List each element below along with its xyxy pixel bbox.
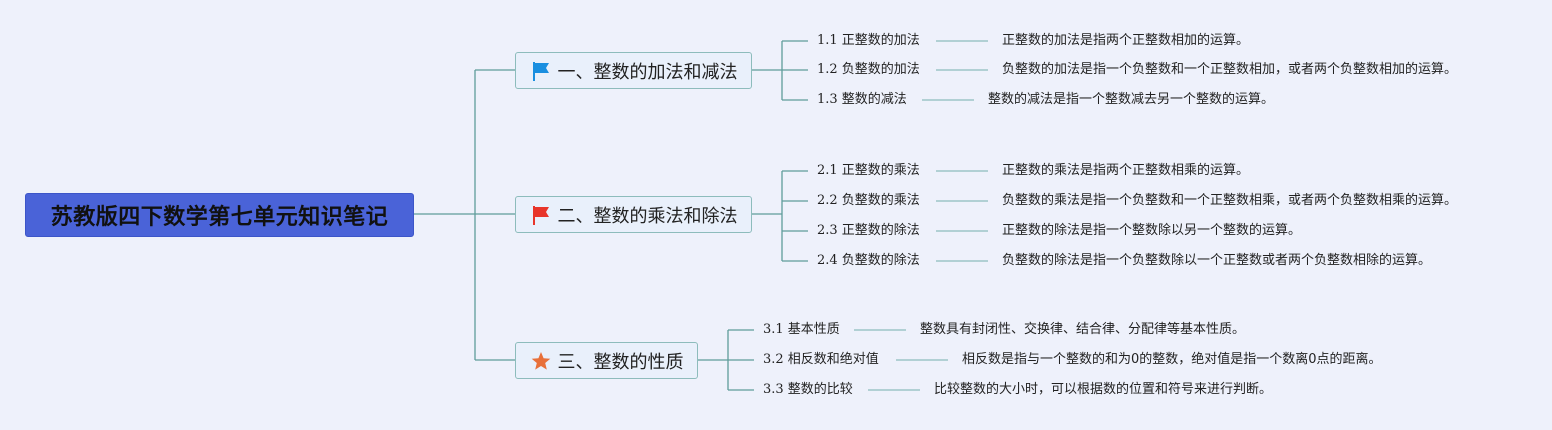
subtopic-2-3[interactable]: 2.3 正整数的除法 (817, 223, 920, 238)
description-3-1: 整数具有封闭性、交换律、结合律、分配律等基本性质。 (920, 322, 1246, 337)
connector-branch-3-children (698, 329, 754, 391)
subtopic-2-2[interactable]: 2.2 负整数的乘法 (817, 193, 920, 208)
subtopic-2-1[interactable]: 2.1 正整数的乘法 (817, 163, 920, 178)
root-node[interactable]: 苏教版四下数学第七单元知识笔记 (25, 193, 414, 237)
subtopic-1-2[interactable]: 1.2 负整数的加法 (817, 62, 920, 77)
description-3-2: 相反数是指与一个整数的和为0的整数，绝对值是指一个数离0点的距离。 (962, 352, 1382, 367)
branch-label: 一、整数的加法和减法 (557, 61, 738, 83)
description-2-1: 正整数的乘法是指两个正整数相乘的运算。 (1002, 163, 1250, 178)
description-2-2: 负整数的乘法是指一个负整数和一个正整数相乘，或者两个负整数相乘的运算。 (1002, 193, 1458, 208)
subtopic-1-1[interactable]: 1.1 正整数的加法 (817, 33, 920, 48)
branch-label: 三、整数的性质 (557, 351, 684, 373)
connector-branch-2-children (752, 170, 808, 262)
subtopic-3-3[interactable]: 3.3 整数的比较 (763, 382, 853, 397)
description-2-3: 正整数的除法是指一个整数除以另一个整数的运算。 (1002, 223, 1302, 238)
description-1-2: 负整数的加法是指一个负整数和一个正整数相加，或者两个负整数相加的运算。 (1002, 62, 1458, 77)
branch-label: 二、整数的乘法和除法 (557, 205, 738, 227)
branch-node-multiplication-division[interactable]: 二、整数的乘法和除法 (515, 196, 752, 233)
subtopic-2-4[interactable]: 2.4 负整数的除法 (817, 253, 920, 268)
subtopic-3-2[interactable]: 3.2 相反数和绝对值 (763, 352, 879, 367)
connector-branch-1-children (752, 40, 808, 101)
orange-star-icon (530, 350, 552, 372)
description-1-1: 正整数的加法是指两个正整数相加的运算。 (1002, 33, 1250, 48)
branch-node-addition-subtraction[interactable]: 一、整数的加法和减法 (515, 52, 752, 89)
red-flag-icon (530, 204, 552, 226)
description-1-3: 整数的减法是指一个整数减去另一个整数的运算。 (988, 92, 1275, 107)
subtopic-1-3[interactable]: 1.3 整数的减法 (817, 92, 907, 107)
blue-flag-icon (530, 60, 552, 82)
description-2-4: 负整数的除法是指一个负整数除以一个正整数或者两个负整数相除的运算。 (1002, 253, 1432, 268)
subtopic-3-1[interactable]: 3.1 基本性质 (763, 322, 840, 337)
branch-node-properties[interactable]: 三、整数的性质 (515, 342, 698, 379)
root-title: 苏教版四下数学第七单元知识笔记 (50, 205, 389, 230)
description-3-3: 比较整数的大小时，可以根据数的位置和符号来进行判断。 (934, 382, 1273, 397)
